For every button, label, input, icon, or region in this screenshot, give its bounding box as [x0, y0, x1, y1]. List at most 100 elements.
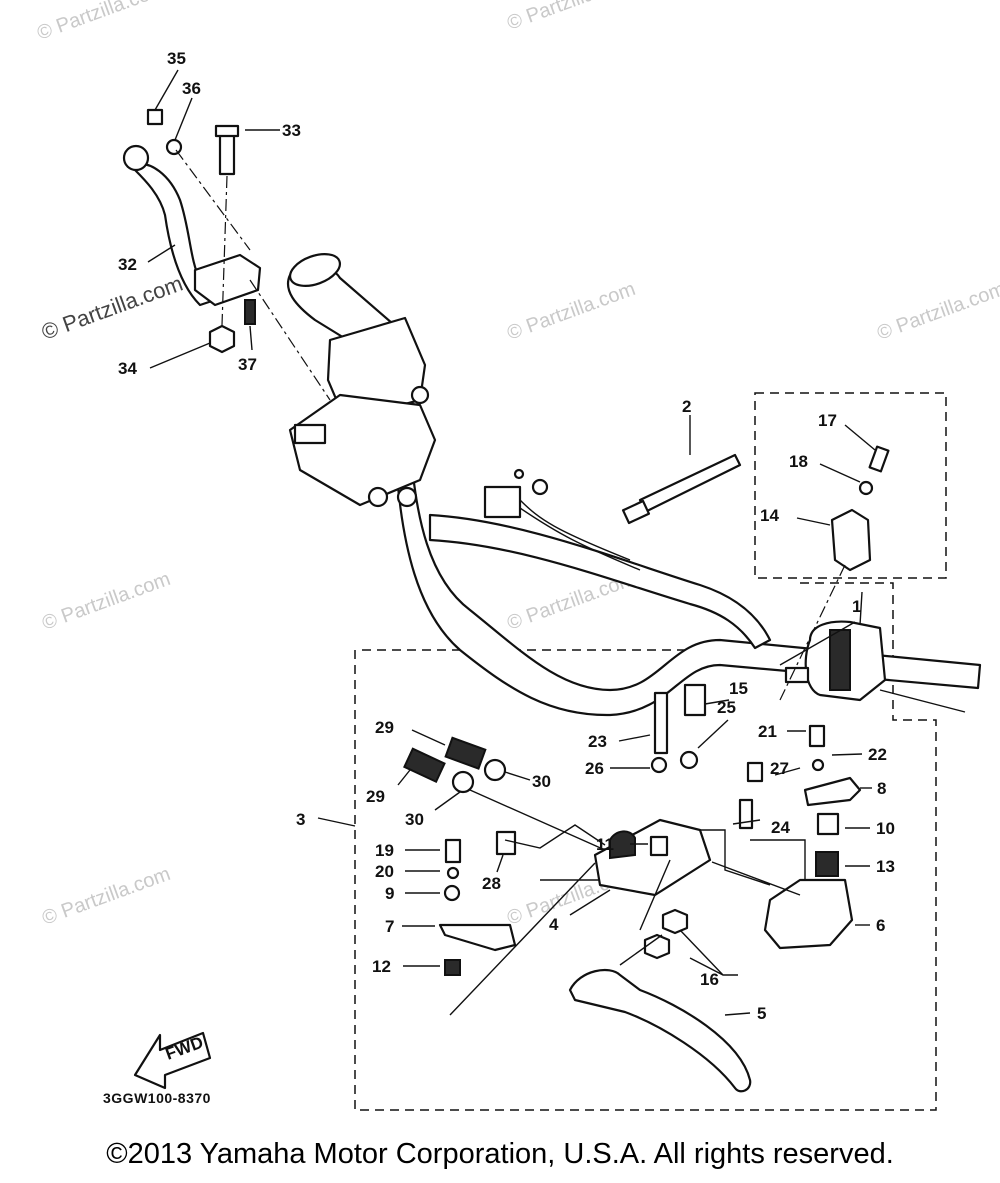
bracket-4	[593, 818, 712, 897]
leader	[704, 699, 730, 705]
part-label-2: 2	[682, 397, 691, 416]
part-label-37: 37	[238, 355, 257, 374]
throttle-screw	[410, 385, 430, 405]
gear-30a	[483, 758, 507, 782]
spring-12	[444, 959, 461, 976]
copyright-notice: ©2013 Yamaha Motor Corporation, U.S.A. A…	[106, 1138, 894, 1170]
leader	[504, 771, 531, 781]
cable-tie	[621, 453, 742, 525]
leader	[174, 97, 193, 141]
axis-line	[221, 175, 228, 326]
part-label-30a: 30	[532, 772, 551, 791]
wire-harness	[483, 468, 641, 571]
lever-assembly-box	[354, 582, 937, 1111]
fwd-arrow-shape	[133, 1031, 212, 1090]
part-label-21: 21	[758, 722, 777, 741]
part-label-5: 5	[757, 1004, 766, 1023]
axis-line	[779, 564, 846, 701]
clutch-lever-group	[122, 108, 331, 401]
leader	[697, 719, 729, 749]
leader	[249, 325, 253, 351]
pin-27	[746, 761, 764, 783]
spring-13	[815, 851, 839, 877]
handlebar-tube	[393, 438, 982, 717]
watermark: © Partzilla.com	[39, 863, 173, 930]
adjuster-10	[816, 812, 840, 836]
bolt-23	[653, 691, 669, 755]
bracket-4-pivot	[609, 830, 636, 860]
lever-5	[568, 968, 752, 1093]
part-label-1: 1	[852, 597, 861, 616]
nut-16	[661, 908, 689, 935]
screw-29b	[403, 747, 446, 783]
drawing-code: 3GGW100-8370	[103, 1090, 211, 1106]
axis-line	[175, 149, 251, 251]
housing-screw	[396, 486, 418, 508]
watermark: © Partzilla.com	[39, 568, 173, 635]
part-label-10: 10	[876, 819, 895, 838]
leader	[774, 767, 801, 776]
part-labels: 1 2 3 4 5 6 7 8 9 10 11 12 13 14 15 16 1…	[118, 49, 895, 1023]
washer-36	[165, 138, 183, 156]
washer-22	[811, 758, 825, 772]
pivot-28	[495, 830, 517, 856]
housing-screw	[367, 486, 389, 508]
part-label-8: 8	[877, 779, 886, 798]
part-label-12: 12	[372, 957, 391, 976]
leader	[496, 854, 504, 873]
wire	[519, 507, 641, 571]
bolt-33	[218, 130, 236, 176]
handlebar-switch	[784, 620, 887, 702]
part-label-17: 17	[818, 411, 837, 430]
part-label-26: 26	[585, 759, 604, 778]
part-label-23: 23	[588, 732, 607, 751]
handlebar-crossbar	[428, 513, 772, 650]
part-label-20: 20	[375, 862, 394, 881]
washer-18	[858, 480, 874, 496]
axis-line	[249, 279, 331, 401]
part-label-25: 25	[717, 698, 736, 717]
part-label-32: 32	[118, 255, 137, 274]
handlebar-end-line	[879, 689, 966, 713]
leader	[154, 69, 179, 111]
screw-29a	[444, 736, 487, 770]
part-label-22: 22	[868, 745, 887, 764]
grip-end	[289, 253, 341, 287]
washer-9	[443, 884, 461, 902]
leader	[724, 1012, 751, 1016]
connector	[483, 485, 522, 519]
part-label-14: 14	[760, 506, 779, 525]
nut-34	[208, 324, 236, 354]
part-label-30b: 30	[405, 810, 424, 829]
pin-24	[738, 798, 754, 830]
part-label-29b: 29	[366, 787, 385, 806]
watermark: © Partzilla.com	[34, 0, 168, 45]
wire-terminal	[513, 468, 525, 480]
part-label-19: 19	[375, 841, 394, 860]
cable-tie-strap	[638, 453, 742, 514]
washer-26	[650, 756, 668, 774]
group-boxes	[354, 392, 947, 1111]
gear-30b	[451, 770, 475, 794]
left-grip-assembly	[287, 253, 437, 508]
switch-band	[829, 629, 851, 691]
part-label-24: 24	[771, 818, 790, 837]
leader	[147, 244, 176, 263]
leader	[796, 517, 831, 526]
bolt-33-head	[214, 124, 240, 138]
holder-14	[830, 508, 872, 572]
throttle-housing-lower	[288, 393, 437, 507]
lever-knob	[122, 144, 150, 172]
cable-tie-head	[621, 499, 651, 525]
wire	[519, 499, 631, 561]
handlebar	[393, 438, 982, 717]
screw-21	[808, 724, 826, 748]
part-label-4: 4	[549, 915, 559, 934]
part-label-11: 11	[596, 835, 614, 854]
holder-6	[763, 878, 854, 950]
housing-tab	[293, 423, 327, 445]
part-label-27: 27	[770, 759, 789, 778]
part-label-7: 7	[385, 917, 394, 936]
part-label-3: 3	[296, 810, 305, 829]
watermark: © Partzilla.com	[504, 278, 638, 345]
